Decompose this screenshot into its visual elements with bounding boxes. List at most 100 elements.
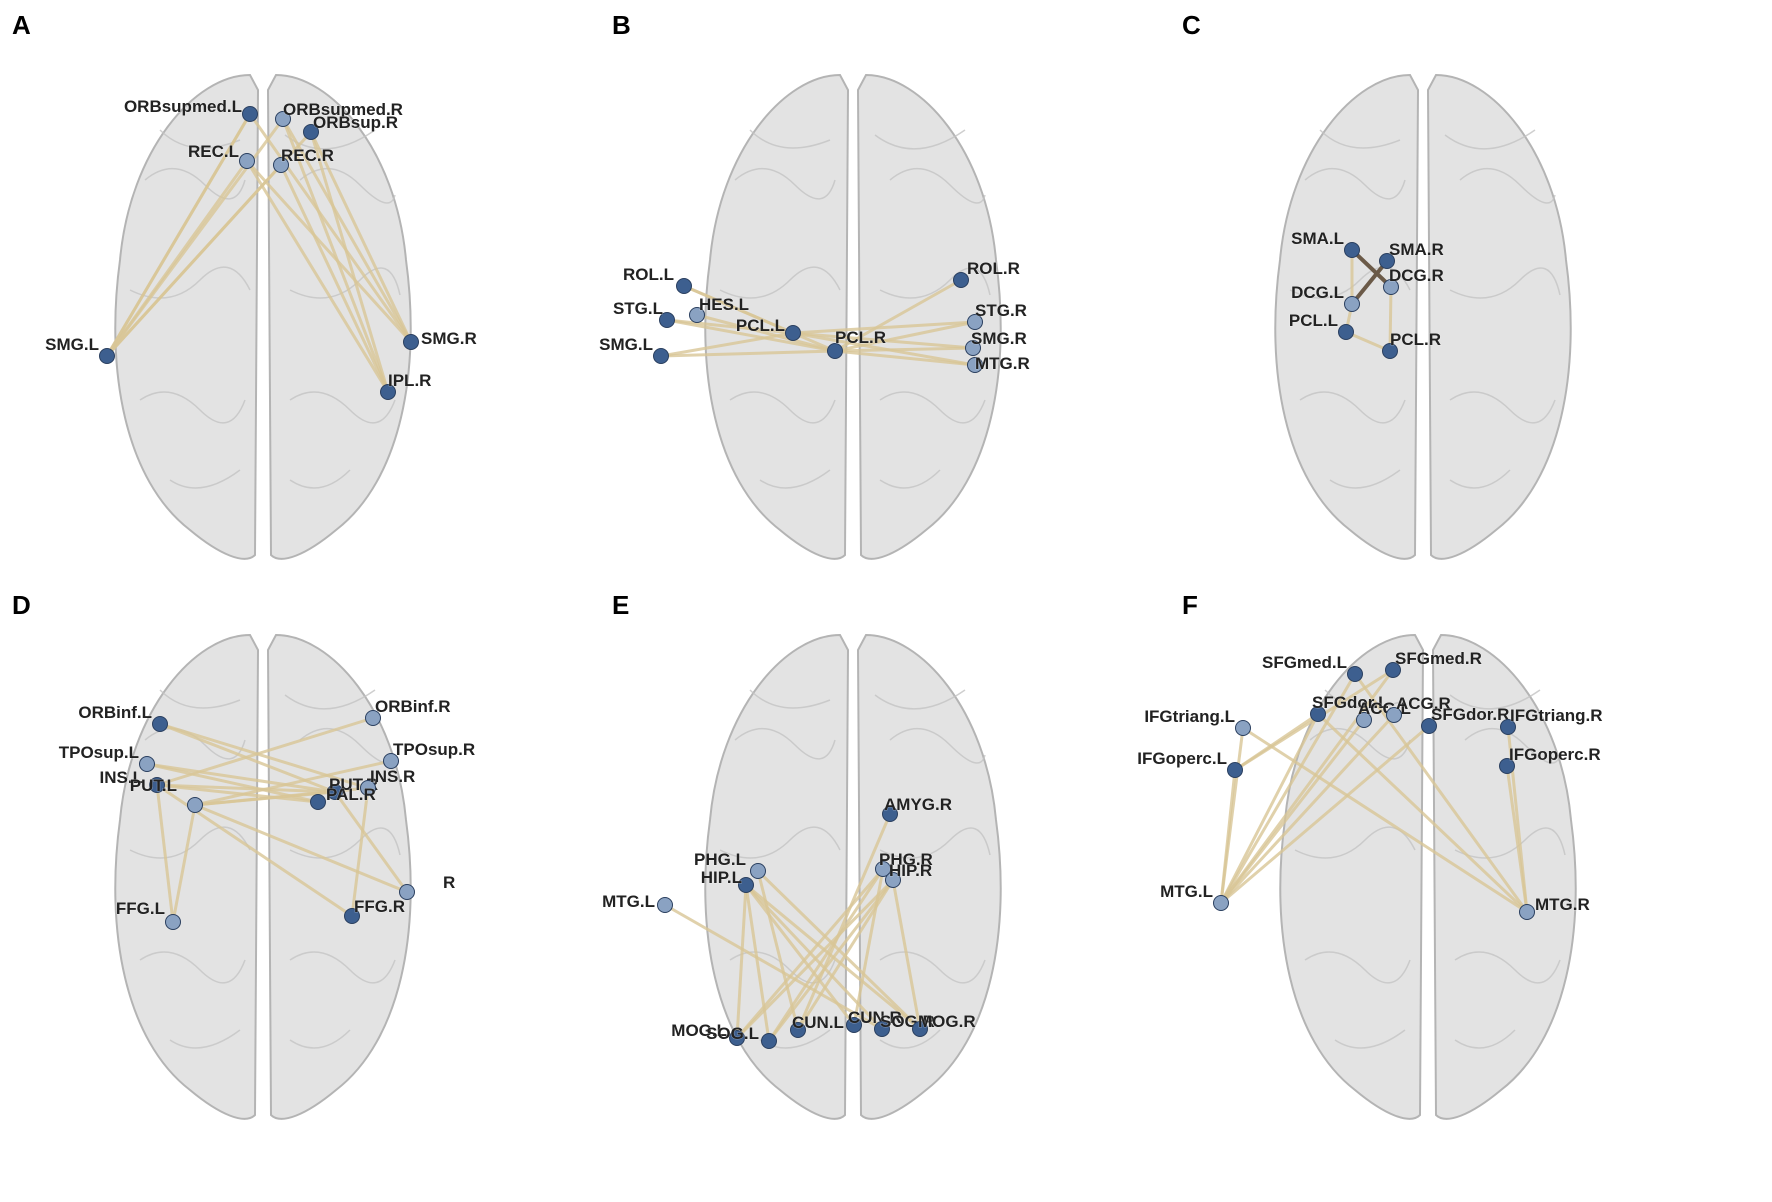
node-sphere — [399, 884, 415, 900]
node-label: SMA.R — [1389, 240, 1444, 259]
node-label: MOG.L — [671, 1021, 727, 1040]
node-sphere — [1338, 324, 1354, 340]
connection-edge — [834, 320, 976, 353]
brain-outline — [704, 73, 1002, 560]
connection-edge — [792, 331, 976, 367]
node-label: CUN.R — [848, 1008, 902, 1027]
brain-network-svg: AMYG.RPHG.LHIP.LPHG.RHIP.RMTG.LMOG.LSOG.… — [602, 633, 1002, 1120]
node-label: PUT.L — [130, 776, 177, 795]
brain-region-node: SMA.R — [1379, 240, 1444, 269]
node-sphere — [303, 124, 319, 140]
node-sphere — [967, 357, 983, 373]
node-label: ORBinf.L — [78, 703, 152, 722]
brain-region-node: MTG.R — [1519, 895, 1590, 920]
node-label: SMG.L — [599, 335, 653, 354]
node-sphere — [1500, 719, 1516, 735]
brain-region-node: IFGoperc.L — [1137, 749, 1243, 778]
node-sphere — [380, 384, 396, 400]
brain-region-node: DCG.L — [1291, 283, 1360, 312]
connection-edge — [309, 131, 413, 343]
node-sphere — [165, 914, 181, 930]
brain-region-node: MTG.L — [1160, 882, 1229, 911]
brain-region-node: IPL.R — [380, 371, 432, 400]
node-sphere — [1382, 343, 1398, 359]
brain-region-node: TPOsup.L — [58, 743, 155, 772]
edge-group — [664, 813, 922, 1042]
node-label: ORBsupmed.R — [283, 100, 403, 119]
brain-region-node: PCL.R — [827, 328, 887, 359]
brain-region-node: HIP.L — [700, 868, 754, 893]
node-label: CUN.L — [792, 1013, 844, 1032]
connection-edge — [309, 131, 390, 393]
node-sphere — [953, 272, 969, 288]
brain-region-node: PHG.L — [694, 850, 766, 879]
node-label: SOG.L — [706, 1024, 759, 1043]
connection-edge — [735, 868, 885, 1039]
node-sphere — [327, 784, 343, 800]
node-label: INS.L — [100, 768, 143, 787]
connection-edge — [792, 320, 976, 335]
connection-edge — [1353, 673, 1529, 913]
brain-region-node: SMG.L — [599, 335, 669, 364]
connection-edge — [696, 313, 836, 353]
node-sphere — [1347, 666, 1363, 682]
node-label: DCG.R — [1389, 266, 1444, 285]
node-sphere — [242, 106, 258, 122]
connection-edge — [1219, 713, 1320, 904]
node-sphere — [1227, 762, 1243, 778]
brain-region-node: PCL.L — [735, 316, 801, 341]
brain-region-node: SMA.L — [1291, 229, 1360, 258]
node-label: STG.L — [613, 299, 663, 318]
node-label: ORBinf.R — [375, 697, 451, 716]
node-sphere — [139, 756, 155, 772]
node-label: MTG.L — [602, 892, 655, 911]
connection-edge — [792, 331, 974, 350]
brain-region-node: SMG.R — [965, 329, 1027, 356]
panel-letter: F — [1182, 590, 1198, 620]
node-sphere — [1310, 706, 1326, 722]
node-sphere — [365, 710, 381, 726]
connection-edge — [796, 813, 892, 1031]
node-sphere — [729, 1030, 745, 1046]
brain-region-node: ORBsup.R — [303, 113, 399, 140]
connection-edge — [756, 870, 800, 1031]
connection-edge — [834, 346, 974, 353]
node-label: PCL.R — [1390, 330, 1441, 349]
node-sphere — [1344, 296, 1360, 312]
node-label: INS.R — [370, 767, 415, 786]
connection-edge — [350, 787, 370, 917]
node-label: ROL.L — [623, 265, 674, 284]
connection-edge — [248, 113, 413, 343]
connection-edge — [891, 879, 922, 1030]
node-sphere — [827, 343, 843, 359]
connection-edge — [245, 160, 390, 393]
connection-edge — [767, 879, 895, 1042]
node-sphere — [967, 314, 983, 330]
node-label: HIP.L — [701, 868, 742, 887]
node-label: ORBsupmed.L — [124, 97, 242, 116]
brain-outline — [1279, 633, 1577, 1120]
brain-region-node: ORBinf.L — [78, 703, 168, 732]
brain-region-node: CUN.R — [846, 1008, 902, 1033]
node-label: R — [443, 873, 455, 892]
connection-edge — [156, 783, 319, 804]
panel-letter: B — [612, 10, 631, 40]
connection-edge — [664, 903, 883, 1031]
brain-region-node: MOG.R — [912, 1012, 976, 1037]
node-label: PAL.R — [326, 785, 376, 804]
connection-edge — [194, 803, 408, 894]
brain-region-node: HIP.R — [885, 861, 933, 888]
node-label: DCG.L — [1291, 283, 1344, 302]
connection-edge — [834, 349, 976, 367]
node-sphere — [846, 1017, 862, 1033]
brain-region-node: STG.R — [967, 301, 1027, 330]
node-sphere — [383, 753, 399, 769]
node-sphere — [874, 1021, 890, 1037]
node-sphere — [785, 325, 801, 341]
